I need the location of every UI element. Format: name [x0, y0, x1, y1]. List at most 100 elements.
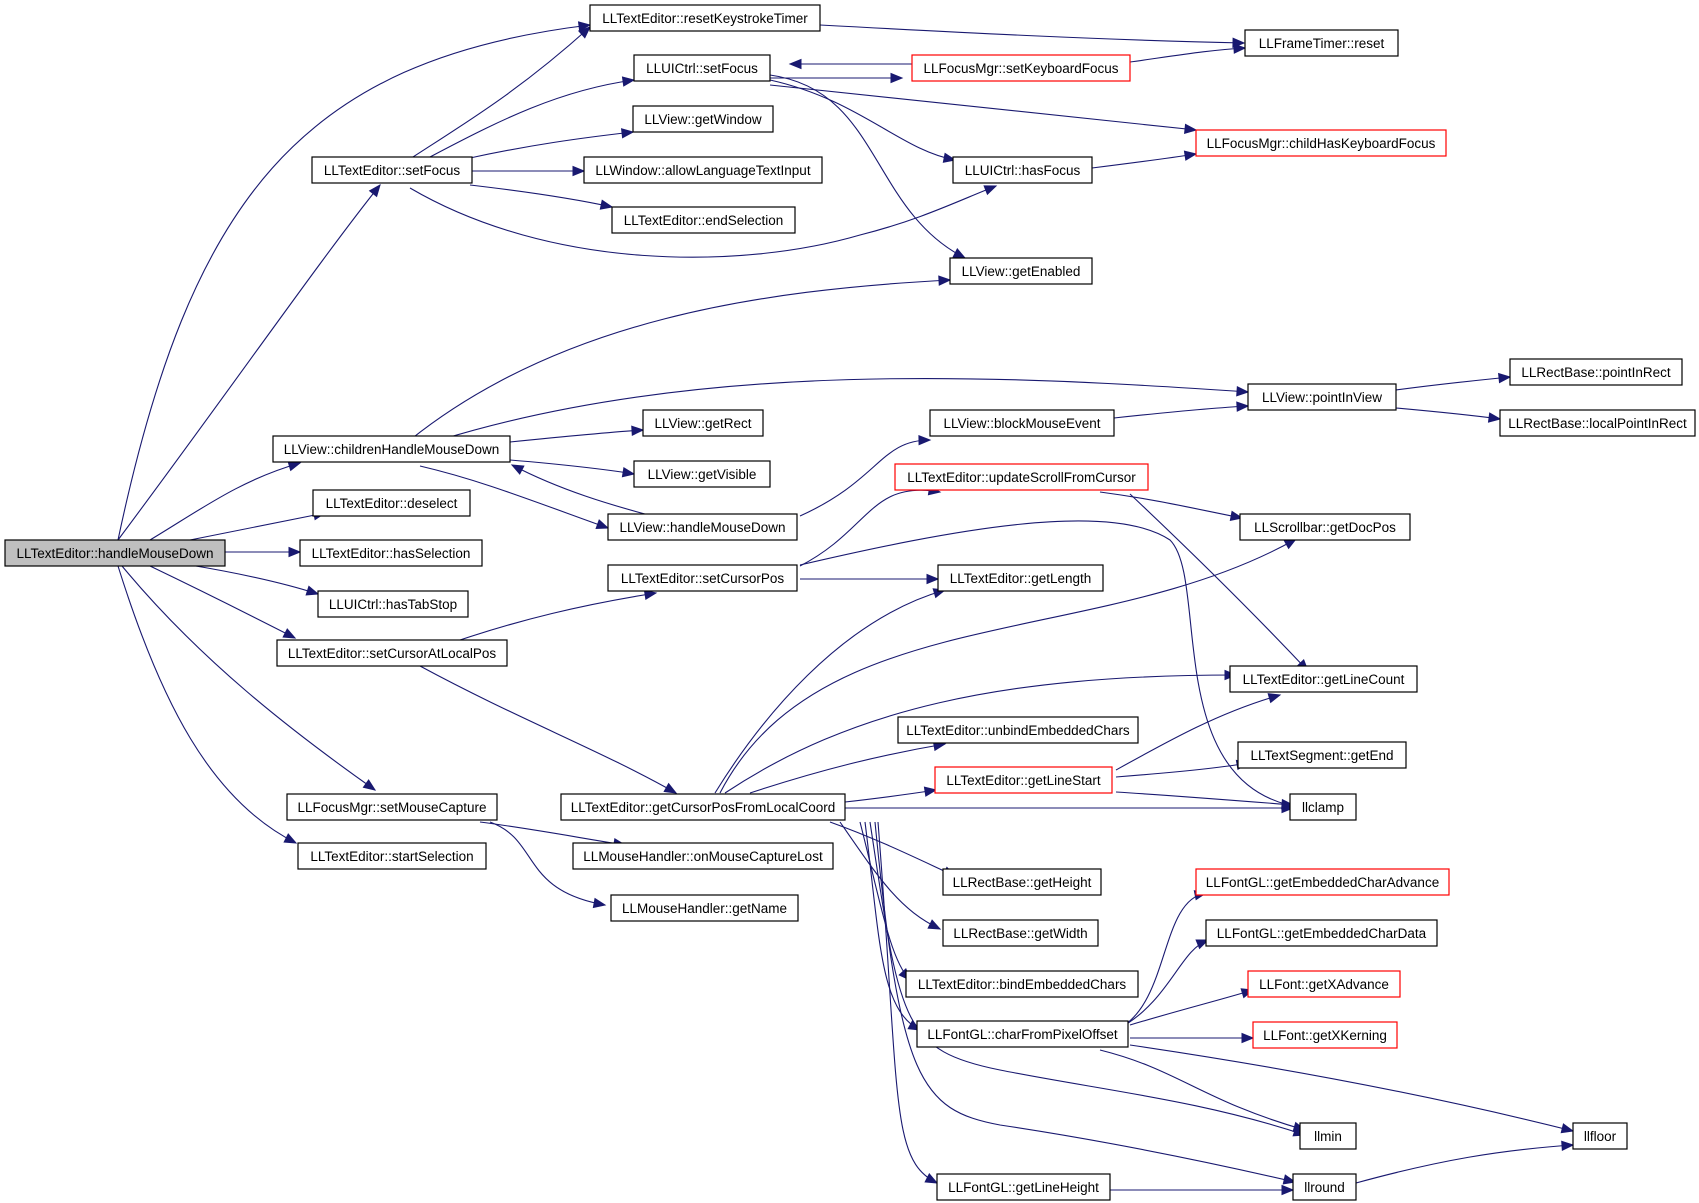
- node-teSetFocus[interactable]: LLTextEditor::setFocus: [311, 156, 473, 184]
- node-setMC[interactable]: LLFocusMgr::setMouseCapture: [286, 793, 498, 821]
- node-box: [929, 409, 1115, 437]
- node-box: [572, 842, 834, 870]
- node-box: [952, 156, 1093, 184]
- node-ftReset[interactable]: LLFrameTimer::reset: [1244, 29, 1399, 57]
- node-llmin[interactable]: llmin: [1299, 1122, 1357, 1150]
- arrowhead: [1183, 150, 1198, 161]
- node-box: [934, 766, 1113, 794]
- node-localPIR[interactable]: LLRectBase::localPointInRect: [1499, 409, 1696, 437]
- node-box: [297, 842, 487, 870]
- node-endSel[interactable]: LLTextEditor::endSelection: [611, 206, 796, 234]
- node-label: LLFrameTimer::reset: [1259, 36, 1385, 51]
- edge-pointInView-pointInRect: [1395, 376, 1511, 391]
- node-box: [1509, 358, 1683, 386]
- edge-root-setMC: [121, 565, 376, 791]
- node-startSel[interactable]: LLTextEditor::startSelection: [297, 842, 487, 870]
- node-lineStart[interactable]: LLTextEditor::getLineStart: [934, 766, 1113, 794]
- node-xAdv[interactable]: LLFont::getXAdvance: [1247, 970, 1401, 998]
- edge-uiSetFocus-getEnabled: [769, 74, 966, 259]
- node-getName[interactable]: LLMouseHandler::getName: [610, 894, 799, 922]
- edge-updScroll-lineCount: [1129, 493, 1309, 672]
- node-uiHasFocus[interactable]: LLUICtrl::hasFocus: [952, 156, 1093, 184]
- node-box: [311, 156, 473, 184]
- node-unbind[interactable]: LLTextEditor::unbindEmbeddedChars: [897, 716, 1139, 744]
- arrowhead: [1241, 1032, 1255, 1044]
- node-llclamp[interactable]: llclamp: [1289, 793, 1357, 821]
- node-getEnabled[interactable]: LLView::getEnabled: [949, 257, 1093, 285]
- node-embAdv[interactable]: LLFontGL::getEmbeddedCharAdvance: [1195, 868, 1450, 896]
- node-setCurPos[interactable]: LLTextEditor::setCursorPos: [607, 564, 798, 592]
- node-llround[interactable]: llround: [1292, 1173, 1357, 1201]
- arrowhead: [1267, 693, 1282, 704]
- arrowhead: [283, 833, 298, 844]
- node-box: [633, 460, 771, 488]
- edge-setCurPos-llclamp: [799, 520, 1306, 809]
- arrowhead: [599, 199, 614, 210]
- node-llfloor[interactable]: llfloor: [1572, 1122, 1628, 1150]
- edge-root-deselect: [189, 512, 326, 541]
- edge-curPosFLC-getWidth: [839, 821, 941, 930]
- node-lineHeight[interactable]: LLFontGL::getLineHeight: [936, 1173, 1111, 1201]
- node-label: LLFont::getXKerning: [1263, 1028, 1387, 1043]
- node-handleMD[interactable]: LLView::handleMouseDown: [607, 513, 798, 541]
- node-onMCL[interactable]: LLMouseHandler::onMouseCaptureLost: [572, 842, 834, 870]
- node-lineCount[interactable]: LLTextEditor::getLineCount: [1229, 665, 1418, 693]
- node-label: LLTextEditor::endSelection: [624, 213, 784, 228]
- edge-teSetFocus-getWindow: [469, 131, 634, 159]
- node-pointInView[interactable]: LLView::pointInView: [1247, 383, 1397, 411]
- node-segEnd[interactable]: LLTextSegment::getEnd: [1237, 741, 1407, 769]
- edge-childrenHMD-pointInView: [439, 377, 1249, 441]
- node-hasSel[interactable]: LLTextEditor::hasSelection: [299, 539, 483, 567]
- node-embData[interactable]: LLFontGL::getEmbeddedCharData: [1205, 919, 1438, 947]
- node-charFPO[interactable]: LLFontGL::charFromPixelOffset: [916, 1020, 1129, 1048]
- node-box: [894, 463, 1149, 491]
- node-box: [1195, 129, 1447, 157]
- node-allowLang[interactable]: LLWindow::allowLanguageTextInput: [583, 156, 823, 184]
- node-label: LLView::getVisible: [648, 467, 757, 482]
- node-box: [611, 206, 796, 234]
- node-label: LLFontGL::charFromPixelOffset: [927, 1027, 1118, 1042]
- node-bindEmb[interactable]: LLTextEditor::bindEmbeddedChars: [905, 970, 1139, 998]
- node-fmSetKF[interactable]: LLFocusMgr::setKeyboardFocus: [911, 54, 1131, 82]
- node-uiSetFocus[interactable]: LLUICtrl::setFocus: [633, 54, 771, 82]
- node-label: llround: [1304, 1180, 1345, 1195]
- edge-lineStart-llclamp: [1115, 791, 1294, 806]
- node-getWindow[interactable]: LLView::getWindow: [632, 105, 774, 133]
- node-label: LLTextEditor::getLineCount: [1243, 672, 1405, 687]
- node-blockME[interactable]: LLView::blockMouseEvent: [929, 409, 1115, 437]
- node-resetKT[interactable]: LLTextEditor::resetKeystrokeTimer: [589, 4, 821, 32]
- node-label: LLTextEditor::getCursorPosFromLocalCoord: [571, 800, 836, 815]
- node-getHeight[interactable]: LLRectBase::getHeight: [942, 868, 1102, 896]
- edge-childrenHMD-handleMD: [419, 465, 609, 529]
- node-hasTab[interactable]: LLUICtrl::hasTabStop: [317, 590, 469, 618]
- node-getWidth[interactable]: LLRectBase::getWidth: [942, 919, 1099, 947]
- node-updScroll[interactable]: LLTextEditor::updateScrollFromCursor: [894, 463, 1149, 491]
- node-setCurALP[interactable]: LLTextEditor::setCursorAtLocalPos: [276, 639, 508, 667]
- node-getVisible[interactable]: LLView::getVisible: [633, 460, 771, 488]
- edge-resetKT-ftReset: [819, 24, 1245, 44]
- node-getLength[interactable]: LLTextEditor::getLength: [937, 564, 1104, 592]
- edge-teSetFocus-endSel: [469, 184, 613, 208]
- edge-handleMD-childrenHMD: [511, 464, 661, 519]
- node-box: [1237, 741, 1407, 769]
- node-label: LLUICtrl::setFocus: [646, 61, 758, 76]
- node-childrenHMD[interactable]: LLView::childrenHandleMouseDown: [272, 435, 511, 463]
- node-xKern[interactable]: LLFont::getXKerning: [1252, 1021, 1398, 1049]
- arrowhead: [620, 128, 635, 139]
- arrowhead: [631, 425, 645, 436]
- node-curPosFLC[interactable]: LLTextEditor::getCursorPosFromLocalCoord: [560, 793, 846, 821]
- node-pointInRect[interactable]: LLRectBase::pointInRect: [1509, 358, 1683, 386]
- arrowhead: [942, 152, 957, 163]
- node-deselect[interactable]: LLTextEditor::deselect: [312, 489, 471, 517]
- node-box: [276, 639, 508, 667]
- node-docPos[interactable]: LLScrollbar::getDocPos: [1239, 513, 1411, 541]
- node-box: [286, 793, 498, 821]
- node-label: LLFocusMgr::setMouseCapture: [297, 800, 486, 815]
- node-box: [936, 1173, 1111, 1201]
- node-getRect[interactable]: LLView::getRect: [642, 409, 764, 437]
- node-root[interactable]: LLTextEditor::handleMouseDown: [4, 539, 226, 567]
- arrowhead: [643, 589, 658, 600]
- edge-charFPO-llmin: [1099, 1049, 1306, 1131]
- node-label: LLFontGL::getEmbeddedCharData: [1217, 926, 1427, 941]
- node-fmChildHKF[interactable]: LLFocusMgr::childHasKeyboardFocus: [1195, 129, 1447, 157]
